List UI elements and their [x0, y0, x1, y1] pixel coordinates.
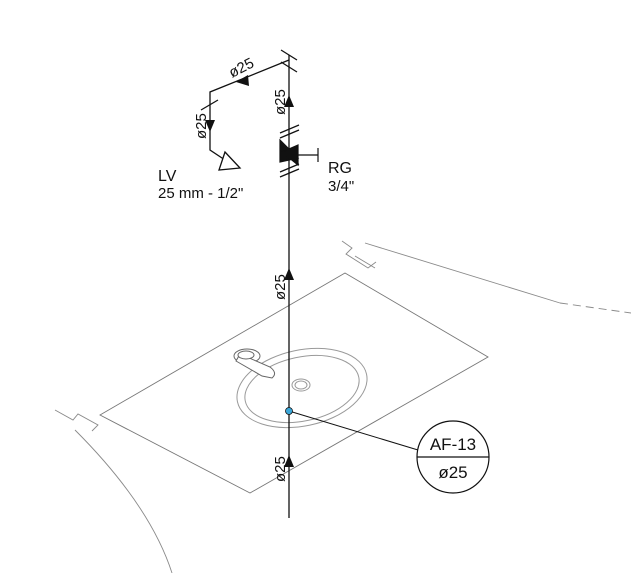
piping	[200, 49, 419, 518]
rg-title: RG	[328, 160, 352, 177]
large-arc-right-dashed	[559, 302, 631, 314]
large-arc-right	[364, 242, 561, 304]
arrow-riser-bottom	[284, 455, 294, 467]
large-arc-left	[74, 429, 173, 573]
dim-label-riser-mid: ø25	[272, 274, 289, 300]
arrow-riser-mid	[284, 268, 294, 280]
arrow-branch-left	[205, 120, 215, 132]
connection-node	[285, 407, 293, 415]
dim-label-riser-bottom: ø25	[272, 456, 289, 482]
dim-label-riser-top: ø25	[272, 89, 289, 115]
break-mark-upper-2	[279, 129, 300, 139]
rg-valve-symbol	[279, 138, 319, 167]
faucet-handle	[237, 350, 255, 360]
wall-break-left	[54, 409, 99, 432]
wash-basin	[236, 347, 368, 429]
rg-size: 3/4"	[328, 178, 354, 195]
arrow-riser-top	[284, 95, 294, 107]
basin-drain	[291, 378, 311, 392]
counter-top	[99, 272, 489, 494]
lv-size: 25 mm - 1/2"	[158, 185, 243, 202]
background-geometry	[54, 240, 631, 573]
arrow-branch-top	[236, 75, 249, 86]
dim-label-left: ø25	[193, 113, 210, 139]
faucet	[233, 348, 276, 379]
pipe-tag: AF-13 ø25	[416, 420, 490, 494]
basin-drain-inner	[294, 380, 308, 390]
wall-break-top	[341, 240, 377, 269]
break-mark-lower-1	[279, 163, 300, 173]
tag-leader	[288, 410, 419, 451]
tag-id: AF-13	[430, 435, 476, 454]
break-mark-upper-1	[279, 124, 300, 134]
lv-valve-symbol	[218, 150, 242, 171]
dim-label-top: ø25	[226, 55, 257, 82]
flow-arrows	[205, 75, 294, 467]
lv-title: LV	[158, 168, 177, 185]
faucet-spout	[235, 353, 276, 379]
break-mark-top	[280, 49, 298, 61]
basin-outer	[236, 347, 368, 429]
break-mark-left	[200, 99, 219, 111]
basin-inner	[244, 354, 360, 424]
tag-diameter: ø25	[438, 463, 467, 482]
break-mark-top-2	[280, 61, 298, 73]
break-mark-lower-2	[279, 168, 300, 178]
